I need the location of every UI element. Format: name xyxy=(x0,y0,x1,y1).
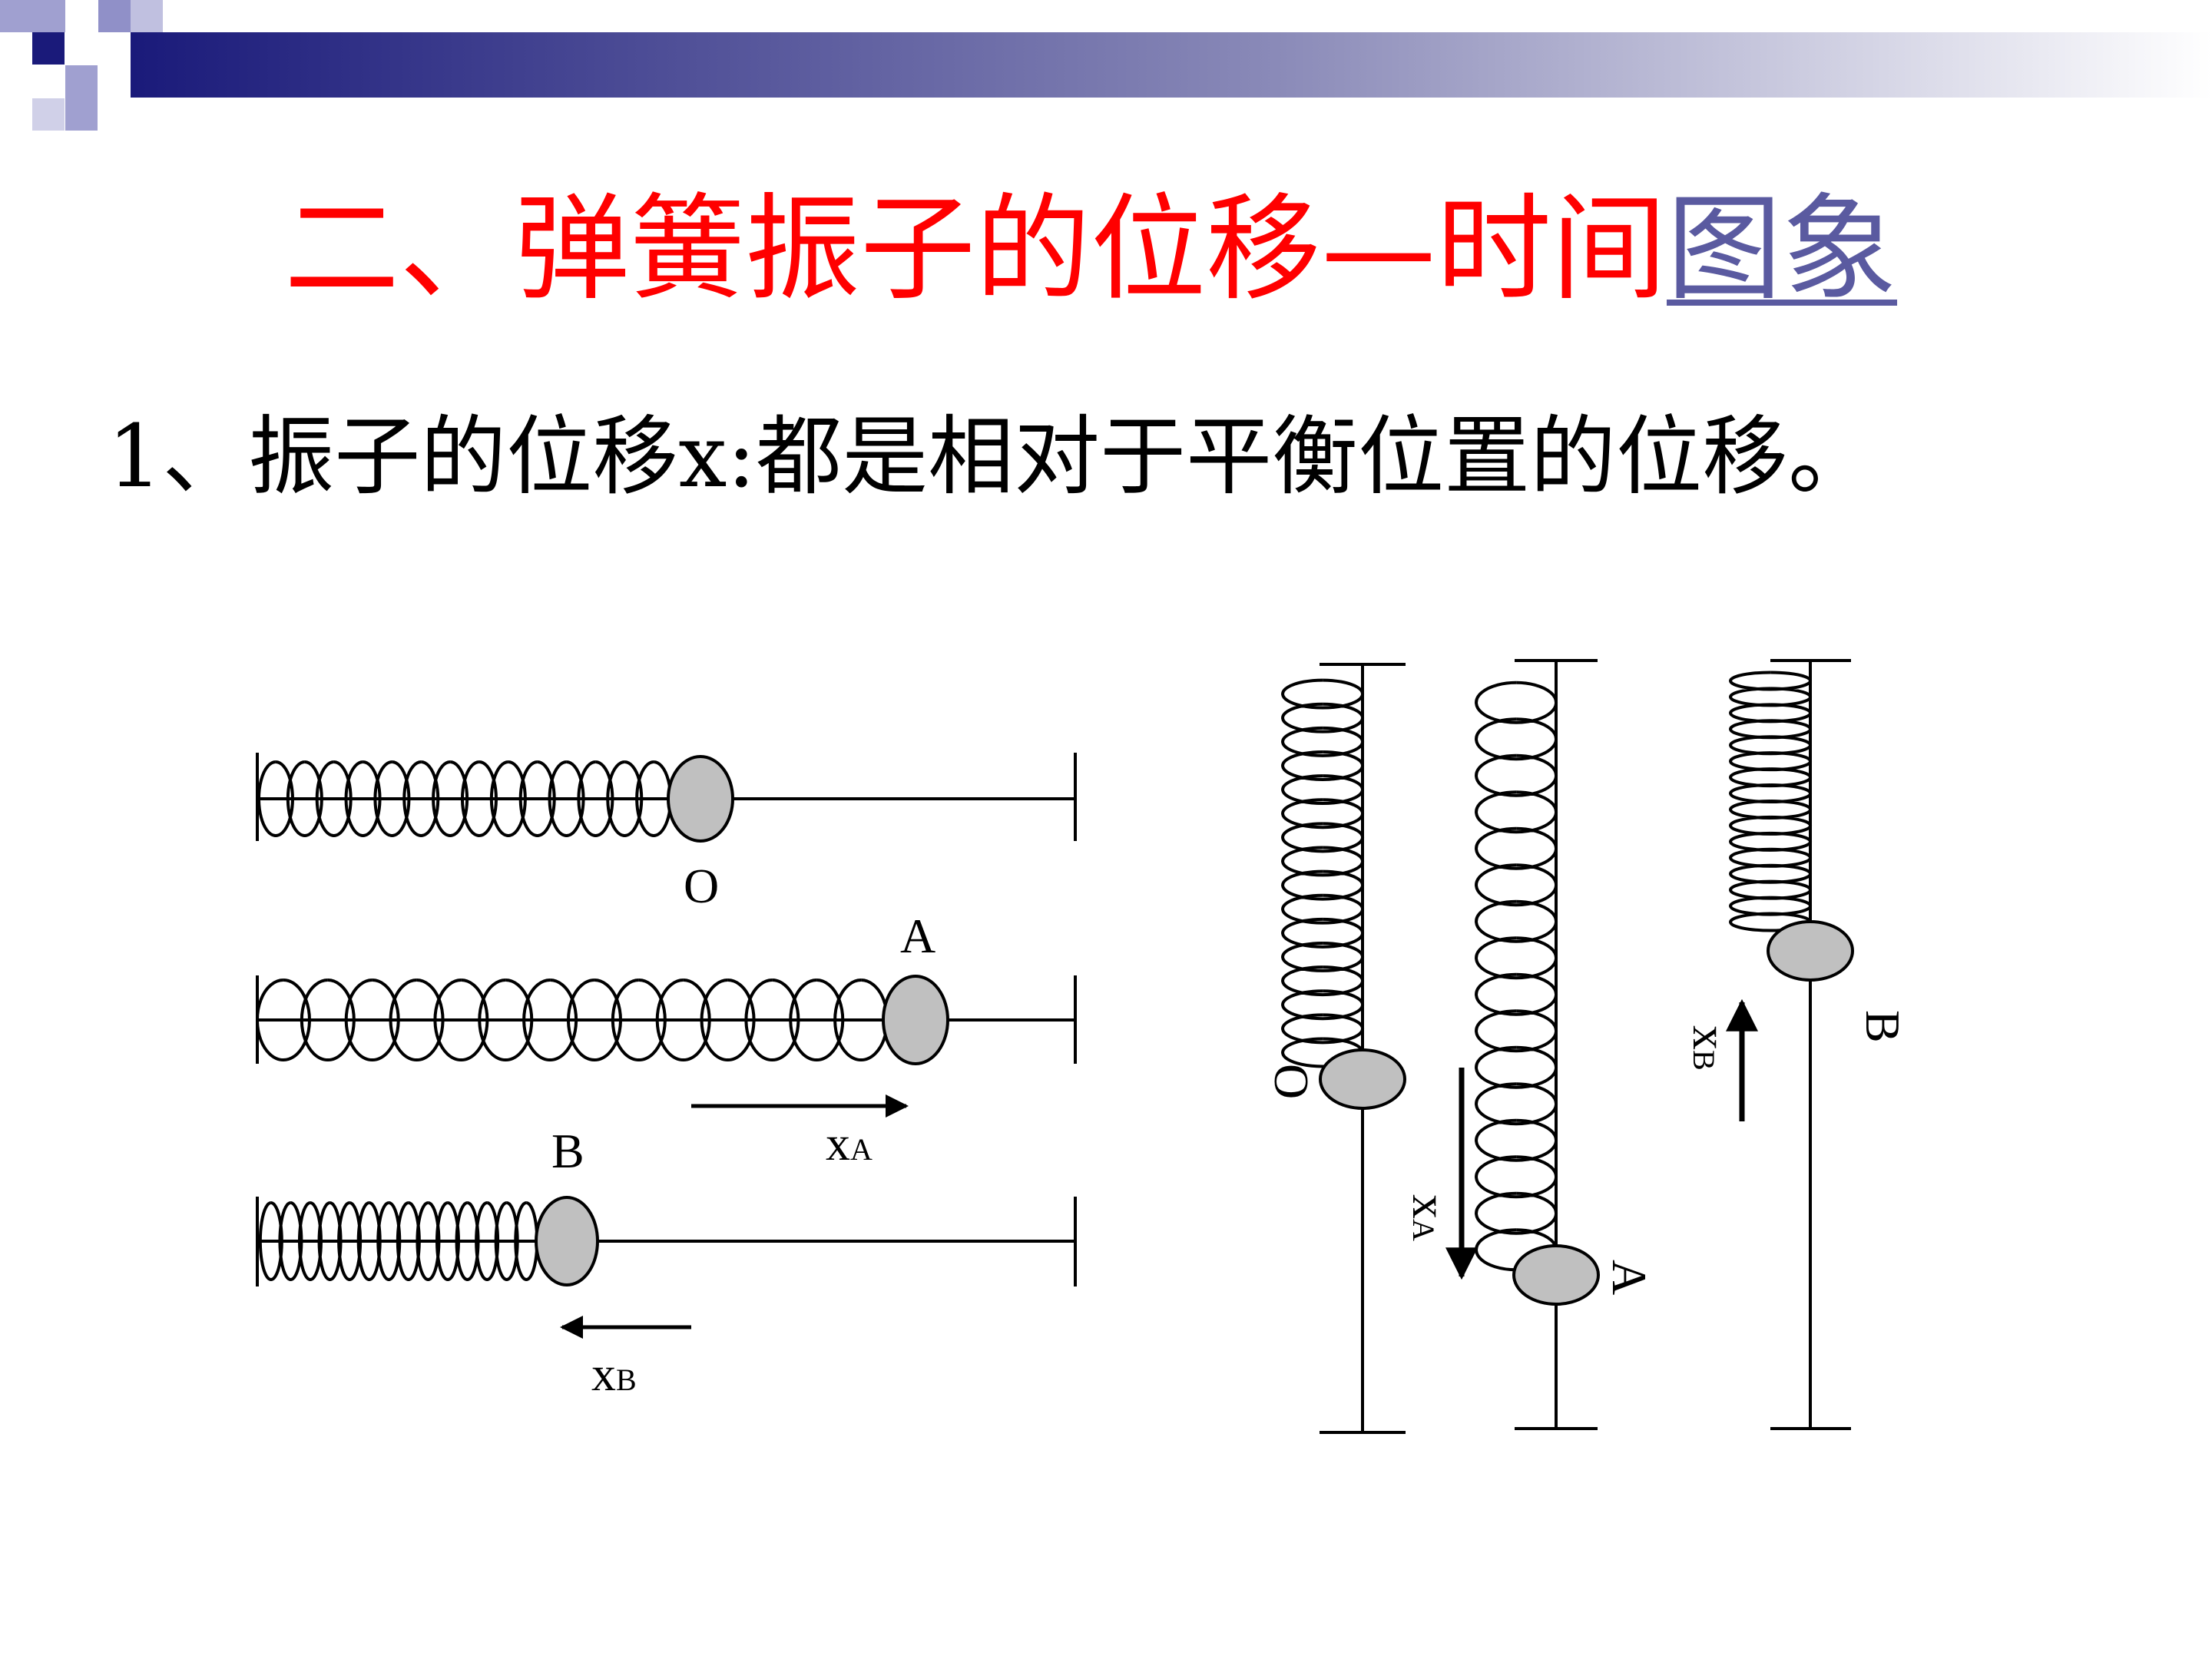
h-label-o: O xyxy=(684,859,719,913)
v-spring-b xyxy=(1729,671,1813,932)
v-spring-a xyxy=(1475,680,1558,1272)
vertical-oscillators xyxy=(1281,659,1854,1434)
v-ball-b xyxy=(1767,920,1854,982)
h-ball-b xyxy=(535,1196,599,1286)
header-square-3 xyxy=(65,32,131,65)
h-spring-a xyxy=(255,979,889,1061)
header-square-7 xyxy=(0,65,32,98)
header-gradient-bar xyxy=(131,32,2212,98)
v-label-xb: xB xyxy=(1683,1025,1737,1071)
point-1-text: 1、振子的位移x:都是相对于平衡位置的位移。 xyxy=(108,407,1875,507)
slide-title: 二、弹簧振子的位移—时间图象 xyxy=(284,173,2128,326)
h-spring-b xyxy=(258,1201,539,1281)
h-label-xb: xB xyxy=(591,1346,637,1401)
header-square-4 xyxy=(131,0,163,32)
spring-oscillator-figure: O A B xA xB O A B xA xB xyxy=(255,659,1910,1434)
title-text: 二、弹簧振子的位移—时间 xyxy=(284,183,1667,316)
h-ball-o xyxy=(667,755,734,843)
header-decoration xyxy=(0,0,2212,131)
h-label-a: A xyxy=(900,909,935,963)
v-ball-a xyxy=(1512,1244,1600,1306)
title-link[interactable]: 图象 xyxy=(1667,183,1898,316)
header-square-2 xyxy=(32,32,65,65)
horizontal-oscillators xyxy=(255,753,1077,1339)
v-label-a: A xyxy=(1602,1260,1657,1295)
header-square-6 xyxy=(65,65,98,131)
h-label-b: B xyxy=(551,1124,584,1178)
h-ball-a xyxy=(882,975,949,1065)
header-square-8 xyxy=(32,98,65,131)
v-spring-o xyxy=(1281,678,1365,1068)
header-square-1 xyxy=(0,0,65,32)
v-label-o: O xyxy=(1264,1064,1319,1099)
h-label-xa: xA xyxy=(826,1116,873,1171)
header-square-5 xyxy=(98,0,131,32)
h-spring-o xyxy=(257,760,673,837)
v-label-b: B xyxy=(1856,1010,1910,1043)
v-ball-o xyxy=(1319,1048,1406,1110)
v-label-xa: xA xyxy=(1402,1194,1457,1241)
